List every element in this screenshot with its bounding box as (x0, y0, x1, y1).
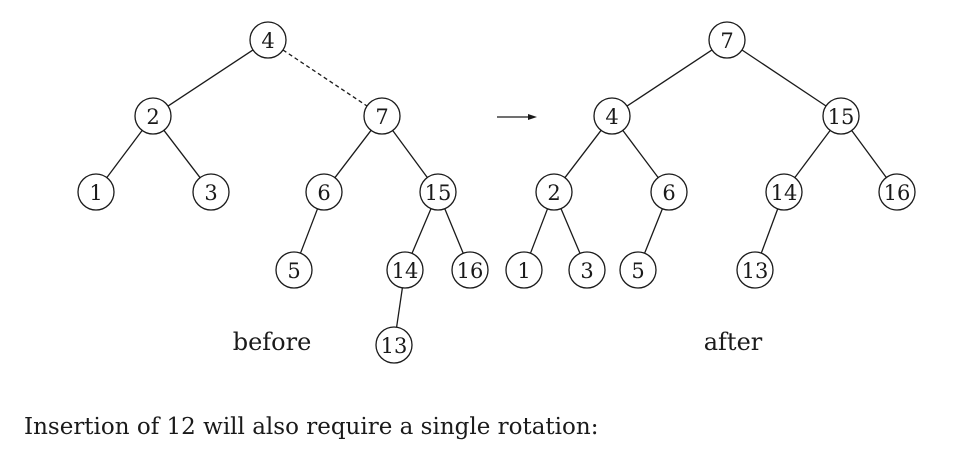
after-node-3: 3 (568, 251, 606, 289)
node-label: 2 (146, 105, 159, 129)
node-label: 7 (720, 29, 733, 53)
node-label: 7 (375, 105, 388, 129)
before-edge-b4-b2 (167, 49, 254, 107)
node-label: 15 (828, 105, 855, 129)
node-circle (765, 173, 803, 211)
after-node-15: 15 (822, 97, 860, 135)
after-node-7: 7 (708, 21, 746, 59)
after-edge-a15-a14 (794, 130, 831, 178)
after-node-4: 4 (593, 97, 631, 135)
node-circle (275, 251, 313, 289)
before-node-3: 3 (192, 173, 230, 211)
before-edge-b15-b16 (444, 208, 464, 254)
node-label: 13 (742, 259, 769, 283)
before-node-6: 6 (305, 173, 343, 211)
after-node-5: 5 (619, 251, 657, 289)
before-edge-b2-b3 (163, 129, 201, 179)
before-node-7: 7 (363, 97, 401, 135)
before-edge-b6-b5 (299, 208, 319, 254)
after-node-16: 16 (878, 173, 916, 211)
before-node-5: 5 (275, 251, 313, 289)
node-label: 3 (204, 181, 217, 205)
after-edge-a7-a15 (741, 49, 827, 107)
node-label: 1 (89, 181, 102, 205)
after-edge-a4-a6 (622, 130, 659, 178)
caption-text: Insertion of 12 will also require a sing… (24, 414, 599, 440)
node-label: 5 (631, 259, 644, 283)
node-label: 14 (392, 259, 419, 283)
node-label: 6 (662, 181, 675, 205)
node-circle (305, 173, 343, 211)
edges-layer (106, 49, 887, 328)
node-circle (505, 251, 543, 289)
node-circle (878, 173, 916, 211)
before-node-14: 14 (386, 251, 424, 289)
after-node-13: 13 (736, 251, 774, 289)
node-label: 6 (317, 181, 330, 205)
before-edge-b2-b1 (106, 130, 143, 178)
node-label: 16 (884, 181, 911, 205)
before-node-2: 2 (134, 97, 172, 135)
before-node-1: 1 (77, 173, 115, 211)
node-circle (535, 173, 573, 211)
transition-arrow (497, 114, 537, 120)
node-label: 13 (381, 334, 408, 358)
after-node-1: 1 (505, 251, 543, 289)
node-circle (619, 251, 657, 289)
after-node-6: 6 (650, 173, 688, 211)
node-label: 14 (771, 181, 798, 205)
node-label: 16 (457, 259, 484, 283)
node-circle (363, 97, 401, 135)
after-node-14: 14 (765, 173, 803, 211)
before-node-4: 4 (249, 21, 287, 59)
node-circle (822, 97, 860, 135)
before-edge-b7-b6 (334, 129, 372, 179)
node-circle (134, 97, 172, 135)
after-edge-a15-a16 (851, 130, 887, 178)
node-circle (192, 173, 230, 211)
node-label: 1 (517, 259, 530, 283)
node-label: 2 (547, 181, 560, 205)
after-edge-a4-a2 (564, 129, 602, 179)
node-label: 5 (287, 259, 300, 283)
after-edge-a6-a5 (643, 208, 664, 254)
node-circle (386, 251, 424, 289)
before-edge-b7-b15 (392, 130, 428, 178)
node-label: 3 (580, 259, 593, 283)
node-circle (375, 326, 413, 364)
before-node-16: 16 (451, 251, 489, 289)
after-edge-a7-a4 (626, 49, 713, 107)
node-circle (249, 21, 287, 59)
after-label: after (704, 328, 763, 356)
before-edge-b4-b7 (282, 49, 368, 107)
node-circle (77, 173, 115, 211)
after-edge-a2-a3 (560, 208, 581, 254)
before-edge-b15-b14 (411, 208, 432, 254)
after-edge-a2-a1 (529, 208, 549, 254)
before-edge-b14-b13 (395, 287, 404, 328)
node-circle (568, 251, 606, 289)
node-circle (451, 251, 489, 289)
node-circle (419, 173, 457, 211)
after-edge-a14-a13 (760, 208, 779, 254)
before-label: before (233, 328, 312, 356)
node-label: 4 (605, 105, 618, 129)
node-circle (708, 21, 746, 59)
after-node-2: 2 (535, 173, 573, 211)
node-label: 15 (425, 181, 452, 205)
node-circle (736, 251, 774, 289)
before-node-13: 13 (375, 326, 413, 364)
node-label: 4 (261, 29, 274, 53)
node-circle (650, 173, 688, 211)
node-circle (593, 97, 631, 135)
before-node-15: 15 (419, 173, 457, 211)
